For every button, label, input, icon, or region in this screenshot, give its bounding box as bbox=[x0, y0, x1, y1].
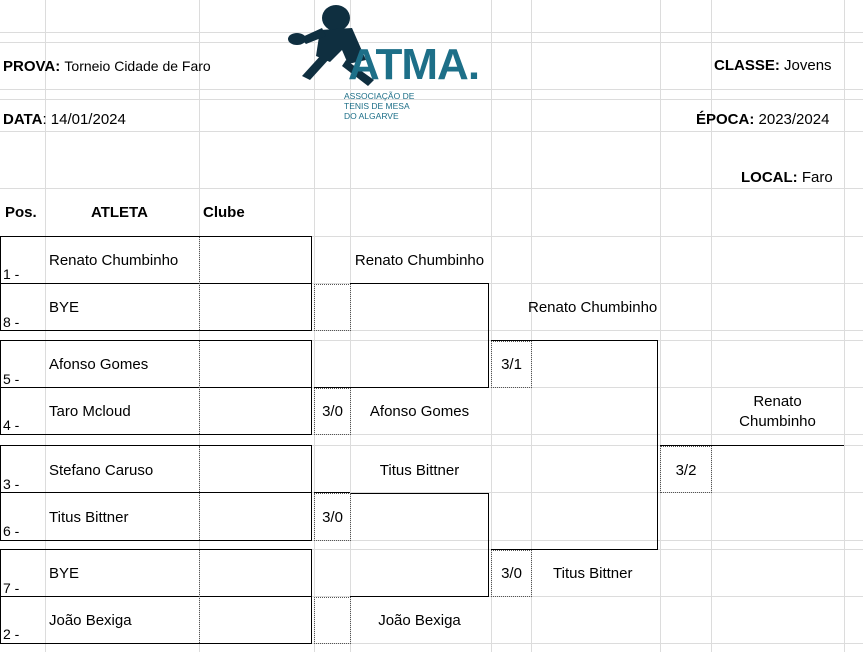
local-label: LOCAL: bbox=[741, 169, 798, 186]
entry-name: Stefano Caruso bbox=[49, 462, 154, 479]
r2-score-cell bbox=[491, 550, 532, 597]
entry-pos: 4 - bbox=[3, 417, 20, 433]
r1-score-cell bbox=[314, 493, 351, 541]
atma-logo: ATMA. ASSOCIAÇÃO DE TENIS DE MESA DO ALG… bbox=[286, 2, 506, 126]
r1-winner: João Bexiga bbox=[378, 612, 461, 629]
clube-column-header: Clube bbox=[203, 204, 245, 221]
r2-score: 3/0 bbox=[501, 565, 522, 582]
clube-separator bbox=[199, 550, 200, 643]
entry-name: João Bexiga bbox=[49, 612, 132, 629]
logo-dot: . bbox=[467, 40, 480, 89]
final-score: 3/2 bbox=[675, 462, 697, 479]
clube-separator bbox=[199, 341, 200, 434]
r1-score-cell bbox=[314, 388, 351, 435]
entry-name: Titus Bittner bbox=[49, 509, 129, 526]
match-divider-2 bbox=[0, 387, 312, 388]
r1-winner: Afonso Gomes bbox=[369, 403, 470, 420]
r1-bracket-top bbox=[350, 283, 489, 388]
r2-score-cell bbox=[491, 341, 532, 388]
clube-separator bbox=[199, 237, 200, 330]
data-field: DATA: 14/01/2024 bbox=[3, 111, 126, 129]
r2-winner: Titus Bittner bbox=[553, 565, 633, 582]
r1-bracket-line bbox=[314, 387, 350, 388]
r2-bracket bbox=[531, 340, 658, 550]
entry-pos: 5 - bbox=[3, 371, 20, 387]
logo-subtitle-3: DO ALGARVE bbox=[344, 111, 399, 121]
classe-value: Jovens bbox=[784, 57, 832, 74]
r1-bracket-bottom bbox=[350, 493, 489, 597]
prova-value: Torneio Cidade de Faro bbox=[64, 58, 211, 74]
epoca-field: ÉPOCA: 2023/2024 bbox=[696, 111, 829, 129]
classe-field: CLASSE: Jovens bbox=[714, 57, 832, 75]
entry-name: Renato Chumbinho bbox=[49, 252, 179, 269]
atleta-column-header: ATLETA bbox=[91, 204, 148, 221]
r1-score-cell bbox=[314, 284, 351, 331]
data-label: DATA bbox=[3, 111, 43, 128]
final-score-cell bbox=[660, 446, 712, 493]
entry-pos: 8 - bbox=[3, 314, 20, 330]
match-divider-1 bbox=[0, 283, 312, 284]
entry-name: Taro Mcloud bbox=[49, 403, 131, 420]
classe-label: CLASSE: bbox=[714, 57, 780, 74]
entry-pos: 1 - bbox=[3, 266, 20, 282]
entry-pos: 7 - bbox=[3, 580, 20, 596]
final-winner-line2: Chumbinho bbox=[739, 413, 816, 430]
r1-winner: Titus Bittner bbox=[379, 462, 460, 479]
logo-text: ATMA bbox=[348, 40, 469, 89]
match-divider-3 bbox=[0, 492, 312, 493]
r1-bracket-line bbox=[314, 492, 350, 493]
entry-pos: 6 - bbox=[3, 523, 20, 539]
r1-score-cell bbox=[314, 597, 351, 644]
entry-pos: 2 - bbox=[3, 626, 20, 642]
logo-subtitle-1: ASSOCIAÇÃO DE bbox=[344, 91, 415, 101]
entry-name: BYE bbox=[49, 565, 80, 582]
r2-score: 3/1 bbox=[501, 356, 522, 373]
local-value: Faro bbox=[801, 169, 833, 186]
entry-name: BYE bbox=[49, 299, 80, 316]
table-tennis-player-icon bbox=[288, 5, 374, 86]
r2-winner: Renato Chumbinho bbox=[528, 299, 658, 316]
entry-pos: 3 - bbox=[3, 476, 20, 492]
data-value: : 14/01/2024 bbox=[42, 111, 126, 128]
clube-separator bbox=[199, 446, 200, 540]
epoca-value: 2023/2024 bbox=[758, 111, 830, 128]
r1-score: 3/0 bbox=[322, 509, 343, 526]
r1-score: 3/0 bbox=[322, 403, 343, 420]
pos-column-header: Pos. bbox=[5, 204, 37, 221]
prova-field: PROVA: Torneio Cidade de Faro bbox=[3, 57, 211, 76]
final-line bbox=[660, 445, 844, 446]
r2-bracket-line bbox=[491, 549, 531, 550]
r2-bracket-line bbox=[491, 340, 531, 341]
epoca-label: ÉPOCA: bbox=[696, 111, 755, 128]
final-winner-line1: Renato bbox=[753, 393, 802, 410]
match-box-3 bbox=[0, 445, 312, 541]
local-field: LOCAL: Faro bbox=[741, 169, 833, 187]
r1-winner: Renato Chumbinho bbox=[354, 252, 485, 269]
entry-name: Afonso Gomes bbox=[49, 356, 149, 373]
logo-subtitle-2: TENIS DE MESA bbox=[344, 101, 410, 111]
match-divider-4 bbox=[0, 596, 312, 597]
prova-label: PROVA: bbox=[3, 58, 61, 75]
